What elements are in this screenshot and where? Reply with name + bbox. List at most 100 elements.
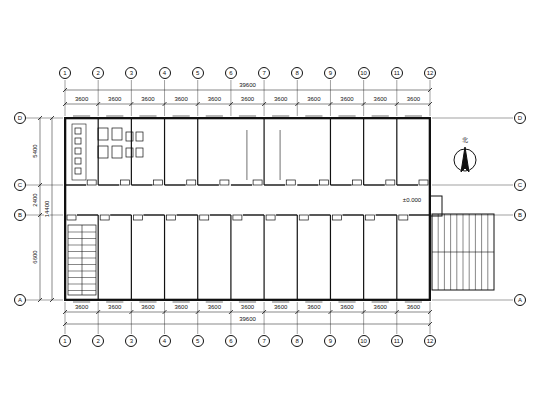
wash-basin [75, 128, 81, 134]
corridor-wall [297, 184, 318, 185]
partition-wall [396, 118, 397, 185]
corridor-wall [198, 184, 219, 185]
stair-tread [68, 258, 96, 259]
axis-line [432, 300, 513, 301]
corridor-wall [131, 184, 152, 185]
dimension-tick [38, 213, 42, 217]
dimension-text: 3600 [339, 304, 354, 310]
axis-label: 7 [258, 67, 270, 79]
dimension-tick [229, 310, 233, 314]
exterior-wall [65, 118, 430, 300]
dimension-line [65, 90, 430, 91]
axis-label: C [14, 179, 26, 191]
partition-wall [197, 118, 198, 185]
window [73, 116, 90, 117]
dimension-text: 3600 [74, 96, 89, 102]
corridor-wall [364, 184, 385, 185]
dimension-text: 3600 [107, 96, 122, 102]
door [266, 215, 275, 220]
axis-line [363, 80, 364, 116]
corridor-wall [231, 184, 252, 185]
dimension-text: 3600 [273, 96, 288, 102]
urinal [136, 132, 143, 141]
dimension-tick [428, 322, 432, 326]
dimension-tick [229, 102, 233, 106]
dimension-text: 3600 [140, 304, 155, 310]
dimension-tick [295, 102, 299, 106]
axis-label: 8 [291, 67, 303, 79]
axis-label: B [514, 209, 526, 221]
stair-tread [68, 290, 96, 291]
dimension-text: 6600 [32, 249, 38, 264]
dimension-tick [262, 310, 266, 314]
axis-line [297, 80, 298, 116]
window [272, 116, 289, 117]
door [133, 215, 142, 220]
door [87, 180, 96, 185]
partition-wall [197, 215, 198, 300]
urinal [126, 132, 133, 141]
dimension-line [40, 118, 41, 300]
partition-wall [330, 215, 331, 300]
window [239, 116, 256, 117]
axis-line [430, 302, 431, 334]
corridor-wall [177, 214, 198, 215]
axis-label: B [14, 209, 26, 221]
axis-label: 6 [225, 335, 237, 347]
axis-line [164, 80, 165, 116]
axis-label: 3 [125, 335, 137, 347]
axis-label: 5 [192, 67, 204, 79]
window [139, 116, 156, 117]
entrance-step [430, 196, 442, 216]
urinal [136, 148, 143, 157]
dimension-tick [395, 102, 399, 106]
dimension-text: 3600 [273, 304, 288, 310]
dimension-text: 3600 [406, 96, 421, 102]
corridor-wall [342, 214, 363, 215]
dimension-tick [38, 298, 42, 302]
stair-tread [68, 238, 96, 239]
door [167, 215, 176, 220]
stair-handrail [432, 252, 494, 253]
axis-label: 10 [358, 335, 370, 347]
stair-tread [68, 264, 96, 265]
window [338, 116, 355, 117]
corridor-wall [264, 184, 285, 185]
axis-line [297, 302, 298, 334]
window [372, 302, 389, 303]
door [220, 180, 229, 185]
partition-wall [280, 130, 281, 180]
axis-label: C [514, 179, 526, 191]
dimension-text: 3600 [373, 96, 388, 102]
axis-label: 9 [324, 67, 336, 79]
window [305, 302, 322, 303]
dimension-tick [38, 183, 42, 187]
window [405, 302, 422, 303]
partition-wall [396, 215, 397, 300]
dimension-text: 3600 [306, 96, 321, 102]
dimension-text: 39600 [238, 82, 257, 88]
dimension-tick [196, 310, 200, 314]
corridor-wall [165, 184, 186, 185]
north-arrow [461, 147, 469, 172]
dimension-line [52, 118, 53, 300]
partition-wall [164, 215, 165, 300]
axis-line [396, 80, 397, 116]
window [239, 302, 256, 303]
dimension-text: 3600 [339, 96, 354, 102]
axis-line [432, 118, 513, 119]
dimension-tick [38, 116, 42, 120]
partition-wall [131, 215, 132, 300]
axis-label: 5 [192, 335, 204, 347]
dimension-tick [362, 310, 366, 314]
dimension-tick [163, 102, 167, 106]
corridor-wall [376, 214, 397, 215]
window [173, 116, 190, 117]
corridor-wall [210, 214, 231, 215]
dimension-tick [428, 102, 432, 106]
dimension-text: 3600 [74, 304, 89, 310]
wash-basin [75, 168, 81, 174]
dimension-tick [328, 102, 332, 106]
door [154, 180, 163, 185]
